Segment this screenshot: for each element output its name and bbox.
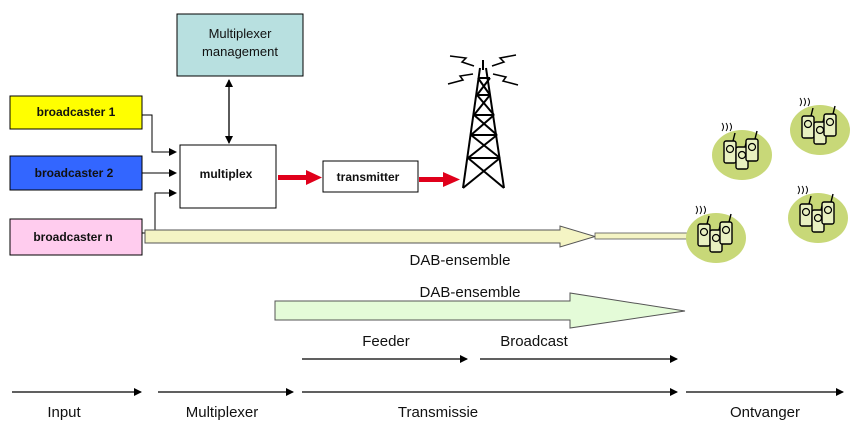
signal-waves-icon [447,54,519,86]
broadcaster-2-label: broadcaster 2 [35,166,114,180]
stage-label-multiplexer: Multiplexer [186,404,259,421]
dab-ensemble-long-arrow [144,225,691,248]
stage-label-ontvanger: Ontvanger [730,404,800,421]
broadcaster-1-label: broadcaster 1 [37,105,116,119]
broadcaster-n-label: broadcaster n [33,230,112,244]
red-arrow-to-tower [419,172,460,187]
broadcast-label: Broadcast [500,333,568,350]
multiplex-box: multiplex [179,144,277,209]
transmitter-box: transmitter [322,160,419,193]
feeder-label: Feeder [362,333,410,350]
radio-receiver-icon [712,122,772,180]
radio-receiver-icon [790,97,850,155]
management-label-line1: Multiplexer [209,26,273,41]
stage-label-transmissie: Transmissie [398,404,478,421]
multiplex-label: multiplex [200,167,253,181]
broadcaster-2-box: broadcaster 2 [9,155,143,191]
transmitter-label: transmitter [337,170,400,184]
transmission-tower-icon [462,60,505,189]
broadcaster-1-connector [142,114,177,156]
broadcaster-n-connector [142,189,177,234]
dab-ensemble-short-arrow [274,292,686,329]
dab-ensemble-long-label: DAB-ensemble [410,252,511,269]
red-arrow-to-transmitter [278,170,322,185]
radio-receiver-icon [686,205,746,263]
multiplexer-management-box: Multiplexer management [176,13,304,77]
management-label-line2: management [202,44,278,59]
broadcaster-1-box: broadcaster 1 [9,95,143,130]
dab-ensemble-short-label: DAB-ensemble [420,284,521,301]
radio-receiver-icon [788,185,848,243]
stage-label-input: Input [47,404,81,421]
broadcaster-n-box: broadcaster n [9,218,143,256]
